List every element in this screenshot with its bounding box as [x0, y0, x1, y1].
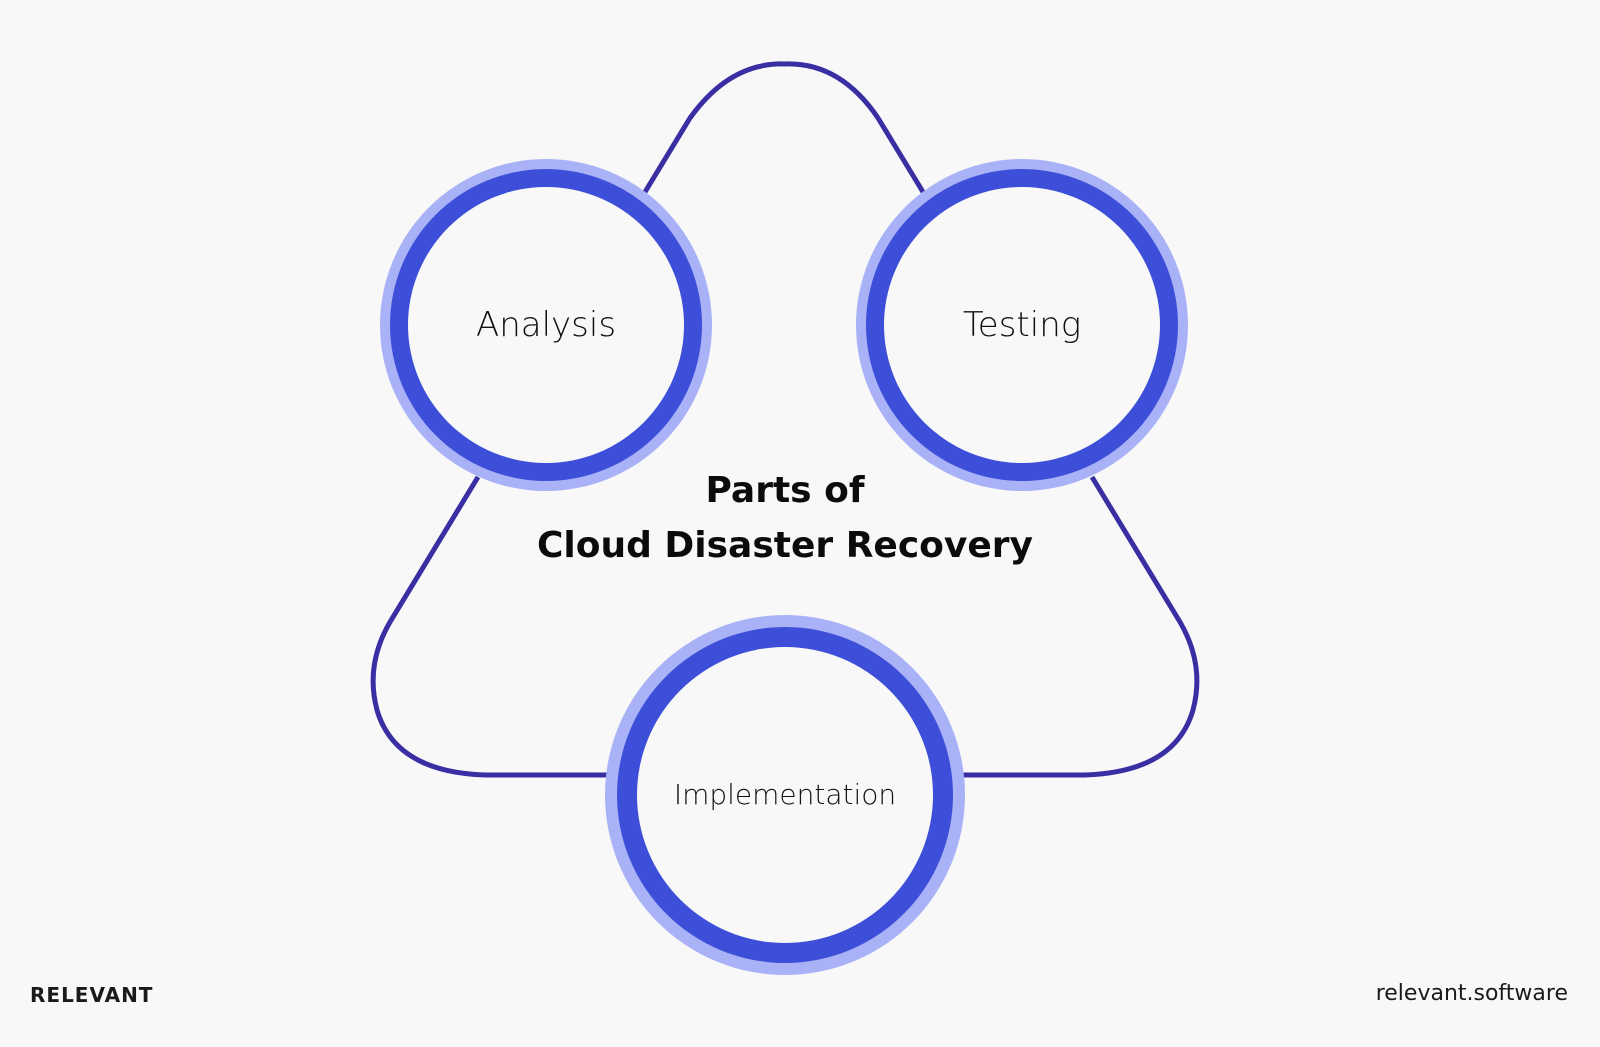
- brand-url: relevant.software: [1375, 981, 1568, 1006]
- node-implementation: Implementation: [605, 615, 965, 975]
- node-implementation-label: Implementation: [674, 778, 896, 811]
- node-analysis-center: [408, 187, 684, 463]
- node-testing-label: Testing: [963, 305, 1081, 345]
- brand-logo: RELEVANT: [30, 983, 154, 1007]
- node-testing-center: [884, 187, 1160, 463]
- cycle-outline: [370, 61, 1200, 778]
- node-implementation-center: [637, 647, 933, 943]
- diagram-title-line1: Parts of: [705, 470, 864, 511]
- node-analysis: Analysis: [380, 159, 712, 491]
- node-analysis-label: Analysis: [476, 305, 616, 345]
- node-testing: Testing: [856, 159, 1188, 491]
- diagram-title-line2: Cloud Disaster Recovery: [537, 525, 1033, 566]
